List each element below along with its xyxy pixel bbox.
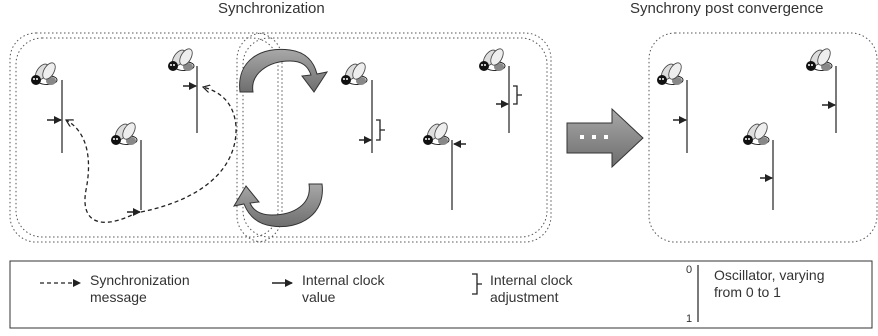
- ellipsis-dot: [580, 135, 584, 139]
- sync-message-path: [66, 120, 139, 223]
- firefly-1: [30, 60, 63, 153]
- clock-adjustment-brace: [376, 119, 385, 141]
- right-panel-border-outer: [236, 32, 552, 243]
- cycle-arrow-top: [239, 48, 329, 93]
- left-panel-border-outer: [9, 32, 283, 243]
- firefly-2: [167, 46, 198, 133]
- firefly-5: [478, 46, 522, 133]
- legend-brace-icon: [472, 273, 482, 295]
- legend-oscillator-top: 0: [686, 264, 693, 276]
- firefly-3: [110, 120, 142, 216]
- legend-oscillator-bottom: 1: [686, 313, 693, 325]
- converged-panel-border: [648, 32, 878, 243]
- ellipsis-dot: [592, 135, 596, 139]
- clock-adjustment-brace: [513, 85, 522, 105]
- ellipsis-dot: [604, 135, 608, 139]
- synchronization-title: Synchronization: [218, 0, 325, 17]
- legend-box: [9, 260, 873, 329]
- firefly-4: [340, 60, 385, 153]
- firefly-6: [422, 120, 466, 210]
- convergence-arrow: [566, 107, 644, 169]
- post-convergence-title: Synchrony post convergence: [630, 0, 824, 17]
- firefly-7: [656, 60, 688, 153]
- sync-message-path: [140, 87, 237, 213]
- cycle-arrow-bottom: [232, 183, 323, 228]
- firefly-8: [805, 46, 837, 133]
- firefly-9: [742, 120, 774, 210]
- left-panel-border-inner: [15, 37, 279, 238]
